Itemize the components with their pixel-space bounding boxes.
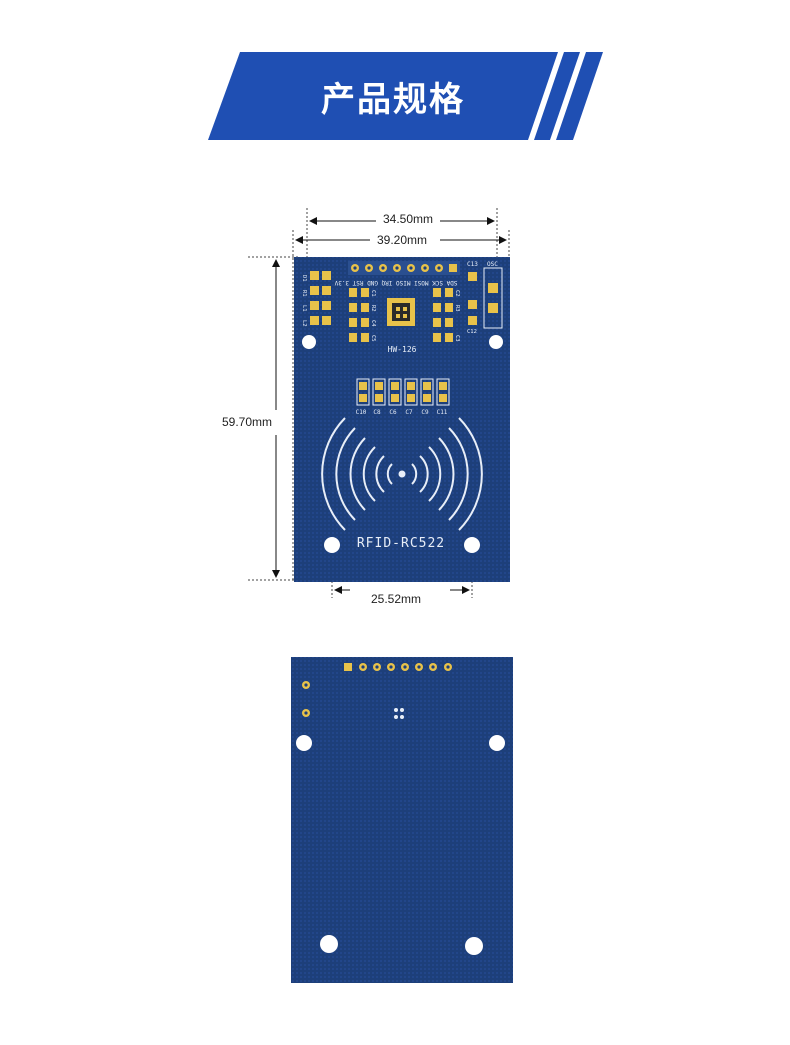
center-right-pads [433, 288, 453, 342]
back-header-pins [344, 663, 452, 671]
svg-text:R3: R3 [454, 305, 460, 312]
svg-text:C8: C8 [373, 409, 381, 416]
dim-outer-width: 39.20mm [374, 233, 431, 247]
svg-text:C3: C3 [454, 335, 460, 342]
mount-hole [465, 937, 483, 955]
dim-height: 59.70mm [219, 415, 276, 429]
header-pins [348, 261, 460, 275]
via-cluster [394, 708, 404, 719]
svg-text:C11: C11 [437, 409, 448, 416]
model-label: HW-126 [388, 345, 417, 354]
svg-text:C5: C5 [370, 335, 376, 342]
svg-text:R1: R1 [301, 290, 307, 297]
rfid-wave-symbol [321, 417, 483, 531]
mount-hole [320, 935, 338, 953]
svg-text:L1: L1 [301, 305, 307, 312]
mount-hole [489, 735, 505, 751]
c12-label: C12 [467, 329, 477, 335]
center-left-pads [349, 288, 369, 342]
left-silk-labels: D1 R1 L1 L2 [301, 275, 307, 327]
dim-inner-width: 34.50mm [380, 212, 437, 226]
product-label: RFID-RC522 [357, 536, 445, 551]
mount-hole [489, 335, 503, 349]
center-silk-labels: C1 R2 C4 C5 C2 R3 C3 [370, 290, 460, 342]
cap-labels: C10 C8 C6 C7 C9 C11 [356, 409, 448, 416]
mount-hole [302, 335, 316, 349]
mount-hole [324, 537, 340, 553]
svg-text:C4: C4 [370, 320, 376, 327]
svg-text:R2: R2 [370, 305, 376, 312]
header-banner [208, 52, 603, 140]
svg-text:C7: C7 [405, 409, 413, 416]
mount-hole [464, 537, 480, 553]
dim-hole-spacing: 25.52mm [368, 592, 425, 606]
svg-text:C10: C10 [356, 409, 367, 416]
right-pads [468, 272, 477, 325]
c13-label: C13 [467, 261, 478, 268]
left-pads [310, 271, 331, 325]
capacitor-row [356, 378, 450, 406]
front-board: SDA SCK MOSI MISO IRQ GND RST 3.3V HW-12… [294, 257, 510, 582]
svg-text:C1: C1 [370, 290, 376, 297]
back-board [291, 657, 513, 983]
svg-text:C2: C2 [454, 290, 460, 297]
svg-text:C9: C9 [421, 409, 429, 416]
mount-hole [296, 735, 312, 751]
rc522-chip [387, 298, 415, 326]
pin-labels: SDA SCK MOSI MISO IRQ GND RST 3.3V [334, 279, 457, 286]
svg-text:L2: L2 [301, 320, 307, 327]
oscillator-outline [483, 267, 503, 329]
osc-label: OSC [487, 261, 498, 268]
page-title: 产品规格 [321, 79, 465, 120]
svg-text:C6: C6 [389, 409, 397, 416]
svg-text:D1: D1 [301, 275, 307, 282]
